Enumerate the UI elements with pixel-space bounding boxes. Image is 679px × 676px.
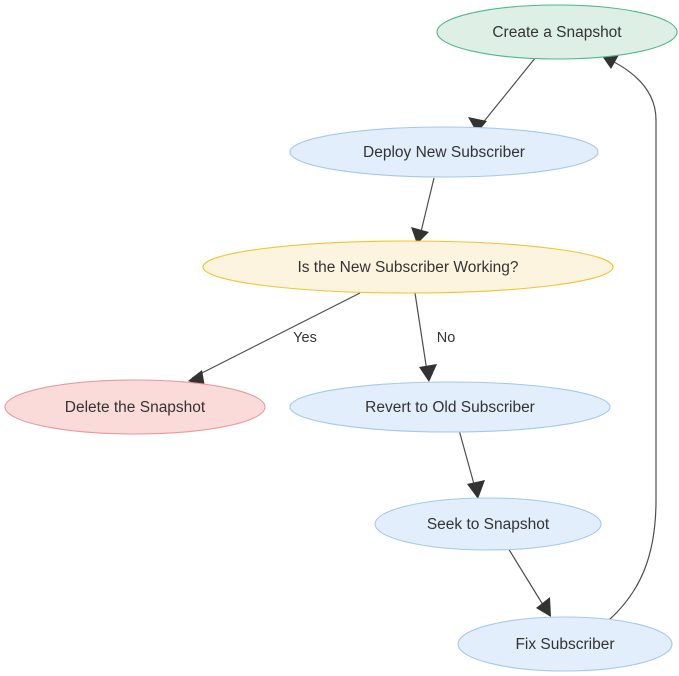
arrowhead-icon xyxy=(467,480,485,499)
node-shape-is-subscriber-working[interactable] xyxy=(202,240,614,294)
edge-labels-layer: Yes No xyxy=(293,330,455,346)
edge-label-no: No xyxy=(437,330,456,346)
edge-line xyxy=(414,292,429,379)
node-delete-snapshot[interactable]: Delete the Snapshot xyxy=(4,379,266,435)
arrowhead-icon xyxy=(411,227,429,244)
edge-line xyxy=(418,177,435,241)
edge-deploy-to-question xyxy=(411,177,435,244)
node-fix-subscriber[interactable]: Fix Subscriber xyxy=(457,616,673,672)
node-shape-deploy-new-subscriber[interactable] xyxy=(289,126,599,178)
edge-seek-to-fix xyxy=(507,547,551,617)
node-revert-old-subscriber[interactable]: Revert to Old Subscriber xyxy=(289,381,611,433)
arrowhead-icon xyxy=(188,370,205,387)
edge-label-yes: Yes xyxy=(293,330,317,346)
edge-question-no-revert xyxy=(414,292,437,382)
edge-line xyxy=(191,292,361,379)
node-shape-fix-subscriber[interactable] xyxy=(457,616,673,672)
edge-line xyxy=(605,57,657,621)
arrowhead-icon xyxy=(419,364,437,382)
node-shape-create-snapshot[interactable] xyxy=(436,4,678,60)
arrowhead-icon xyxy=(536,597,551,617)
node-shape-revert-old-subscriber[interactable] xyxy=(289,381,611,433)
edge-line xyxy=(476,56,537,131)
edge-line xyxy=(507,547,549,614)
node-deploy-new-subscriber[interactable]: Deploy New Subscriber xyxy=(289,126,599,178)
node-is-subscriber-working[interactable]: Is the New Subscriber Working? xyxy=(202,240,614,294)
edge-question-yes-delete xyxy=(188,292,361,387)
arrowhead-icon xyxy=(468,117,487,133)
node-shape-delete-snapshot[interactable] xyxy=(4,379,266,435)
edge-fix-to-create xyxy=(602,53,657,621)
node-create-snapshot[interactable]: Create a Snapshot xyxy=(436,4,678,60)
edge-revert-to-seek xyxy=(458,429,485,499)
node-shape-seek-to-snapshot[interactable] xyxy=(374,497,602,551)
edge-create-to-deploy xyxy=(468,56,537,133)
node-seek-to-snapshot[interactable]: Seek to Snapshot xyxy=(374,497,602,551)
